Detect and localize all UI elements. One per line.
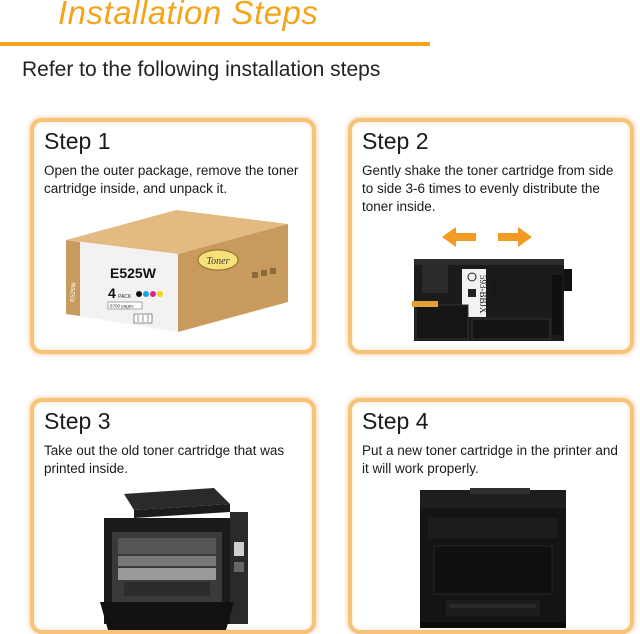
- dot-cyan: [143, 291, 149, 297]
- step-card-3: Step 3 Take out the old toner cartridge …: [30, 398, 316, 634]
- step-text: Put a new toner cartridge in the printer…: [362, 443, 618, 476]
- dot-yellow: [157, 291, 163, 297]
- cartridge-color: Black: [490, 279, 497, 297]
- open-printer-image: [100, 488, 248, 630]
- box-model: E525W: [110, 265, 157, 281]
- box-pack: PACK: [118, 294, 132, 300]
- step-heading: Step 1: [44, 128, 111, 154]
- box-brand: Toner: [207, 256, 230, 267]
- step-card-2: Step 2 Gently shake the toner cartridge …: [348, 118, 634, 354]
- shake-left-arrow-icon: [442, 227, 476, 247]
- shake-right-arrow-icon: [498, 227, 532, 247]
- page-title: Installation Steps: [58, 0, 319, 31]
- closed-printer-image: [420, 488, 566, 628]
- step-heading: Step 3: [44, 408, 111, 434]
- dot-magenta: [150, 291, 156, 297]
- svg-text:E525W: E525W: [70, 282, 78, 302]
- step-text: Open the outer package, remove the toner…: [44, 163, 299, 196]
- step-heading: Step 4: [362, 408, 429, 434]
- title-underline: [0, 42, 430, 46]
- step-text: Gently shake the toner cartridge from si…: [362, 163, 614, 214]
- step-text: Take out the old toner cartridge that wa…: [44, 443, 285, 476]
- page-subtitle: Refer to the following installation step…: [22, 58, 381, 81]
- step-heading: Step 2: [362, 128, 429, 154]
- toner-box-image: Toner E525W 4 PACK 6700 pages E525W: [66, 210, 288, 332]
- step-card-4: Step 4 Put a new toner cartridge in the …: [348, 398, 634, 634]
- toner-cartridge-image: 593-BBJX Black: [412, 227, 572, 341]
- box-count: 4: [108, 285, 116, 301]
- dot-black: [136, 291, 142, 297]
- step-card-1: Step 1 Open the outer package, remove th…: [30, 118, 316, 354]
- box-pages: 6700 pages: [110, 304, 134, 309]
- cartridge-code: 593-BBJX: [478, 275, 488, 314]
